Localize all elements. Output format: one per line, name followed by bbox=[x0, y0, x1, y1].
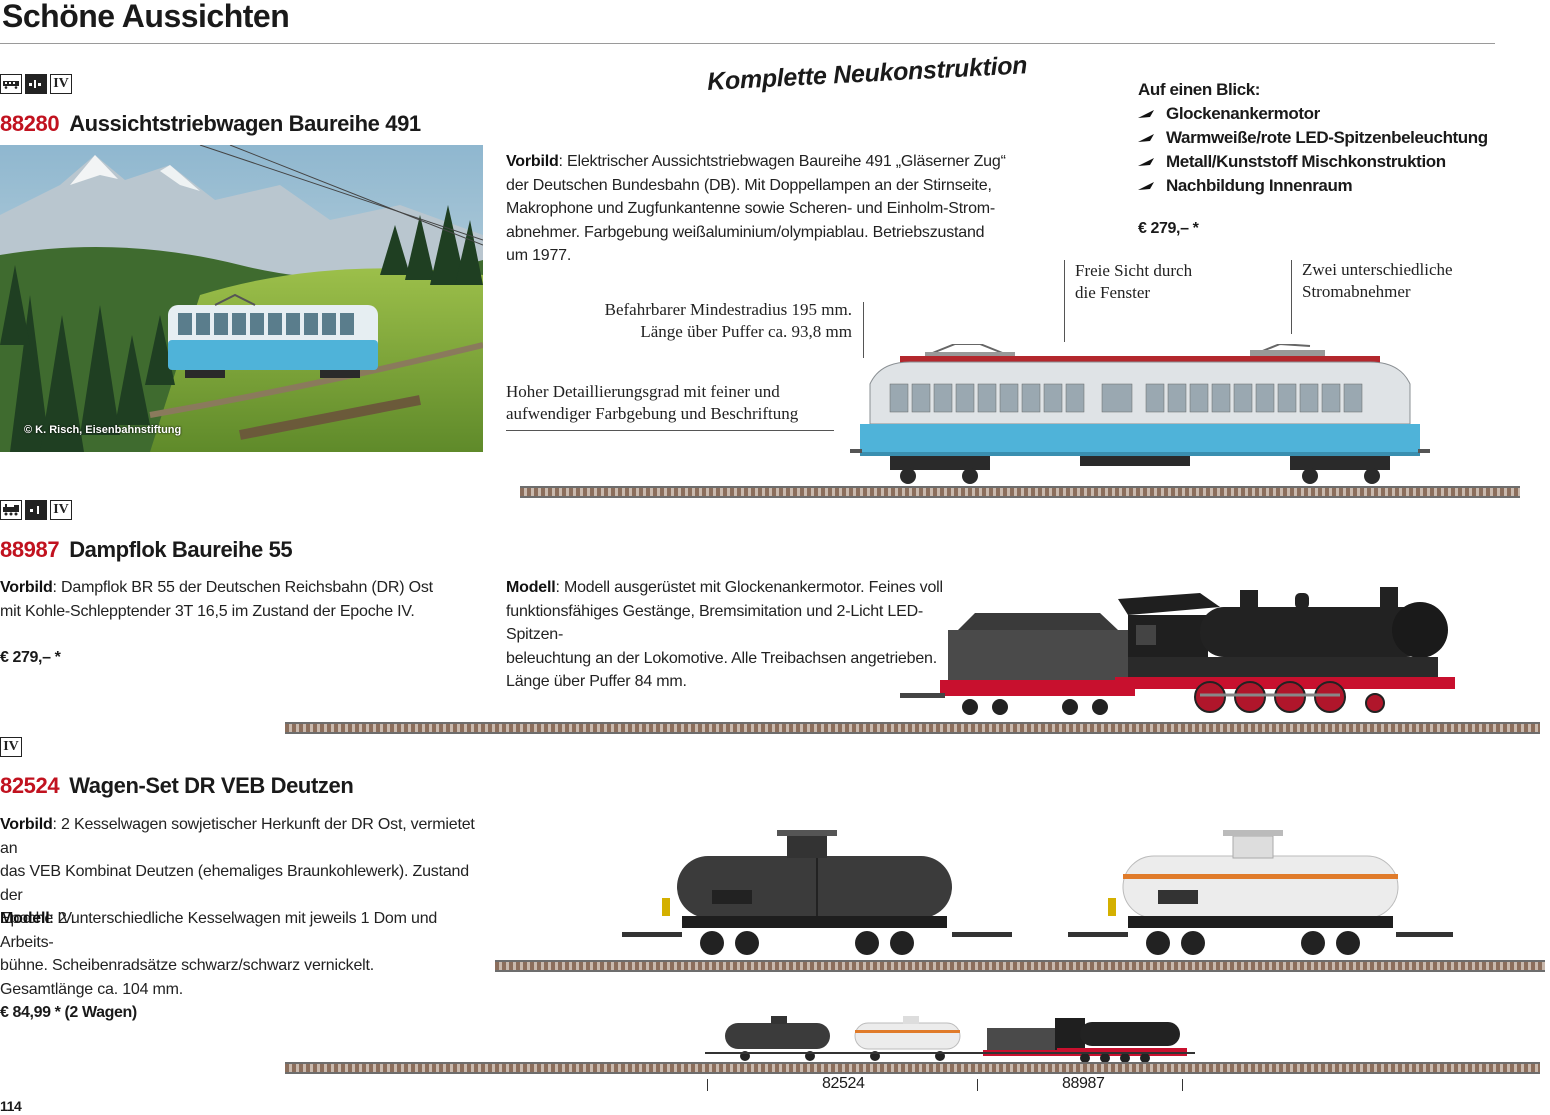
at-a-glance-item: Glockenankermotor bbox=[1138, 102, 1488, 126]
vorbild-line-4: abnehmer. Farbgebung weißaluminium/olymp… bbox=[506, 223, 985, 241]
vorbild-line-3: Makrophone und Zugfunkantenne sowie Sche… bbox=[506, 200, 996, 217]
article2-icons: IV bbox=[0, 500, 72, 520]
article1-icons: IV bbox=[0, 74, 72, 94]
vorbild-line-3: Epoche IV. bbox=[0, 910, 75, 927]
epoch-badge: IV bbox=[50, 74, 72, 94]
article-number: 88280 bbox=[0, 111, 60, 136]
vorbild-label: Vorbild bbox=[506, 153, 559, 170]
steam-loco-icon bbox=[0, 500, 22, 520]
callout-radius: Befahrbarer Mindestradius 195 mm. Länge … bbox=[604, 300, 852, 341]
article2-price: € 279,– * bbox=[0, 649, 61, 666]
article-number: 82524 bbox=[0, 773, 60, 798]
arrow-icon bbox=[1138, 182, 1154, 190]
at-a-glance-item: Nachbildung Innenraum bbox=[1138, 174, 1488, 198]
railcar-photo bbox=[0, 145, 483, 452]
white-tank-wagon-image bbox=[1068, 828, 1453, 960]
vorbild-line-1: Vorbild: 2 Kesselwagen sowjetischer Herk… bbox=[0, 816, 475, 857]
track-3 bbox=[495, 960, 1545, 972]
vorbild-line-2: der Deutschen Bundesbahn (DB). Mit Doppe… bbox=[506, 176, 992, 194]
steam-loco-model-image bbox=[900, 585, 1470, 720]
article-number: 88987 bbox=[0, 537, 60, 562]
modell-line-4: Länge über Puffer 84 mm. bbox=[506, 673, 687, 690]
callout-windows: Freie Sicht durch die Fenster bbox=[1075, 261, 1193, 302]
railcar-model-image bbox=[850, 342, 1430, 486]
title-rule bbox=[0, 43, 1495, 44]
article3-vorbild: Vorbild: 2 Kesselwagen sowjetischer Herk… bbox=[0, 813, 485, 931]
callout-line bbox=[1291, 260, 1292, 334]
vorbild-line-1: Vorbild: Elektrischer Aussichtstriebwage… bbox=[506, 153, 1006, 170]
slogan: Komplette Neukonstruktion bbox=[706, 51, 1028, 97]
vorbild-line-1: Vorbild: Dampflok BR 55 der Deutschen Re… bbox=[0, 579, 433, 596]
modell-line-2: funktionsfähiges Gestänge, Bremsimitatio… bbox=[506, 602, 924, 644]
ref-tick bbox=[1182, 1079, 1183, 1091]
track-4 bbox=[285, 1062, 1540, 1074]
ref-tick bbox=[707, 1079, 708, 1091]
led-light-icon bbox=[25, 74, 47, 94]
article-name: Dampflok Baureihe 55 bbox=[69, 537, 293, 562]
track-1 bbox=[520, 486, 1520, 498]
callout-line bbox=[1064, 260, 1065, 342]
modell-line-3: Gesamtlänge ca. 104 mm. bbox=[0, 980, 184, 998]
epoch-badge: IV bbox=[50, 500, 72, 520]
article3-modell: Modell: 2 unterschiedliche Kesselwagen m… bbox=[0, 907, 485, 1001]
callout-pantographs: Zwei unterschiedliche Stromabnehmer bbox=[1302, 260, 1453, 301]
vorbild-line-2: mit Kohle-Schlepptender 3T 16,5 im Zusta… bbox=[0, 602, 415, 620]
vorbild-line-2: das VEB Kombinat Deutzen (ehemaliges Bra… bbox=[0, 863, 469, 904]
at-a-glance: Auf einen Blick: Glockenankermotor Warmw… bbox=[1138, 80, 1488, 238]
article2-vorbild: Vorbild: Dampflok BR 55 der Deutschen Re… bbox=[0, 576, 460, 623]
article-name: Aussichtstriebwagen Baureihe 491 bbox=[69, 111, 421, 136]
article2-modell: Modell: Modell ausgerüstet mit Glockenan… bbox=[506, 576, 966, 694]
callout-line bbox=[863, 302, 864, 358]
ref-82524: 82524 bbox=[822, 1075, 865, 1092]
at-a-glance-title: Auf einen Blick: bbox=[1138, 80, 1261, 99]
ref-88987: 88987 bbox=[1062, 1075, 1105, 1092]
article3-heading: 82524 Wagen-Set DR VEB Deutzen bbox=[0, 773, 354, 799]
black-tank-wagon-image bbox=[622, 828, 1012, 960]
article1-vorbild: Vorbild: Elektrischer Aussichtstriebwage… bbox=[506, 150, 1006, 268]
modell-line-2: bühne. Scheibenradsätze schwarz/schwarz … bbox=[0, 957, 374, 974]
page-title: Schöne Aussichten bbox=[2, 0, 290, 34]
ref-tick bbox=[977, 1079, 978, 1091]
railcar-icon bbox=[0, 74, 22, 94]
epoch-badge: IV bbox=[0, 737, 22, 757]
modell-label: Modell bbox=[0, 910, 50, 927]
at-a-glance-item: Metall/Kunststoff Mischkonstruktion bbox=[1138, 150, 1488, 174]
led-light-icon bbox=[25, 500, 47, 520]
callout-underline bbox=[506, 430, 834, 431]
vorbild-label: Vorbild bbox=[0, 816, 53, 833]
article1-heading: 88280 Aussichtstriebwagen Baureihe 491 bbox=[0, 111, 421, 137]
article2-heading: 88987 Dampflok Baureihe 55 bbox=[0, 537, 293, 563]
article1-price: € 279,– * bbox=[1138, 220, 1199, 237]
vorbild-label: Vorbild bbox=[0, 579, 53, 596]
track-2 bbox=[285, 722, 1540, 734]
arrow-icon bbox=[1138, 134, 1154, 142]
article-name: Wagen-Set DR VEB Deutzen bbox=[69, 773, 354, 798]
photo-credit: © K. Risch, Eisenbahnstiftung bbox=[24, 424, 182, 436]
callout-detail: Hoher Detaillierungsgrad mit feiner und … bbox=[506, 382, 799, 423]
article3-icons: IV bbox=[0, 737, 22, 757]
full-train-image bbox=[705, 1008, 1195, 1064]
page-number: 114 bbox=[0, 1098, 22, 1114]
modell-line-3: beleuchtung an der Lokomotive. Alle Trei… bbox=[506, 649, 937, 667]
article3-price: € 84,99 * (2 Wagen) bbox=[0, 1004, 137, 1021]
vorbild-line-5: um 1977. bbox=[506, 247, 572, 264]
at-a-glance-item: Warmweiße/rote LED-Spitzenbeleuchtung bbox=[1138, 126, 1488, 150]
arrow-icon bbox=[1138, 158, 1154, 166]
modell-label: Modell bbox=[506, 579, 556, 596]
at-a-glance-list: Glockenankermotor Warmweiße/rote LED-Spi… bbox=[1138, 102, 1488, 198]
modell-line-1: Modell: Modell ausgerüstet mit Glockenan… bbox=[506, 579, 943, 596]
arrow-icon bbox=[1138, 110, 1154, 118]
modell-line-1: Modell: 2 unterschiedliche Kesselwagen m… bbox=[0, 910, 438, 951]
